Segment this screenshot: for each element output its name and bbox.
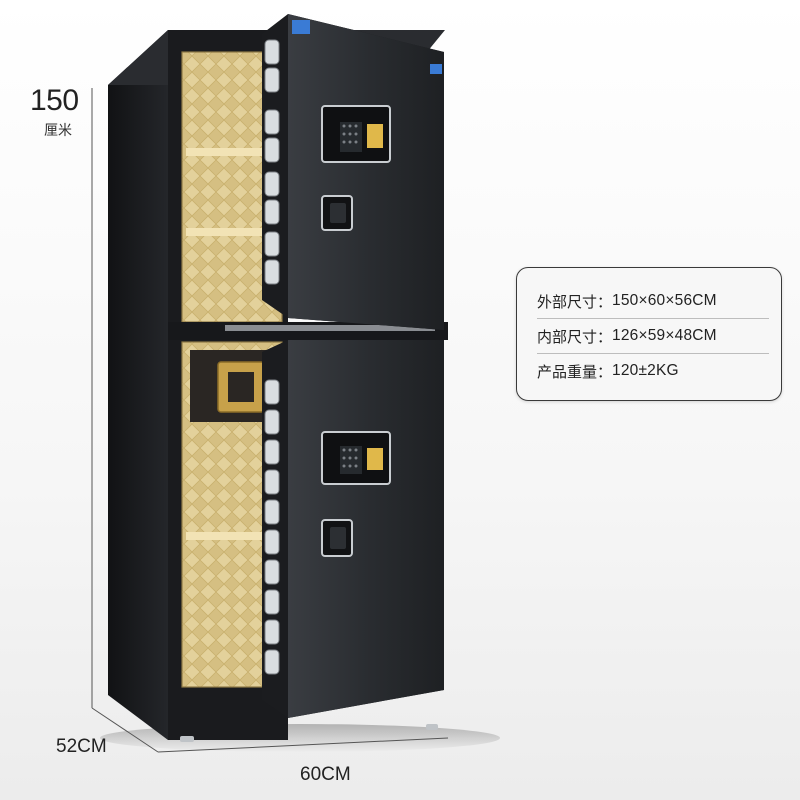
upper-door-handle-icon [321,195,353,231]
spec-row-internal-size: 内部尺寸： 126×59×48CM [537,319,781,353]
brand-logo-icon [430,64,442,74]
spec-label: 产品重量： [537,362,613,381]
depth-label: 52CM [56,736,107,757]
depth-dimension-line [91,707,159,753]
spec-value: 120±2KG [612,362,679,379]
spec-label: 外部尺寸： [537,292,613,311]
lower-hinge-bolts [264,379,280,675]
upper-door [262,14,444,330]
brand-logo-icon [292,20,310,34]
lower-door-handle-icon [321,519,353,557]
lower-keypad-icon [321,431,391,485]
spec-divider [537,318,769,319]
spec-row-weight: 产品重量： 120±2KG [537,354,781,388]
upper-keypad-icon [321,105,391,163]
upper-shelf-2 [186,228,282,236]
cabinet-side [108,30,168,740]
spec-value: 126×59×48CM [612,327,717,344]
spec-value: 150×60×56CM [612,292,717,309]
height-value: 150 [30,84,79,117]
lower-shelf-1 [186,532,282,540]
height-unit: 厘米 [44,123,72,139]
spec-panel: 外部尺寸： 150×60×56CM 内部尺寸： 126×59×48CM 产品重量… [516,267,782,401]
foot-right [426,724,438,730]
spec-label: 内部尺寸： [537,327,613,346]
foot-left [180,736,194,742]
spec-row-external-size: 外部尺寸： 150×60×56CM [537,284,781,318]
width-label: 60CM [300,764,351,785]
width-dimension-line [157,737,449,753]
middle-hinge-bar [225,325,435,331]
upper-shelf-1 [186,148,282,156]
spec-divider [537,353,769,354]
upper-hinge-bolts [264,39,280,285]
lower-door [262,340,444,718]
dimension-lines [91,88,449,753]
